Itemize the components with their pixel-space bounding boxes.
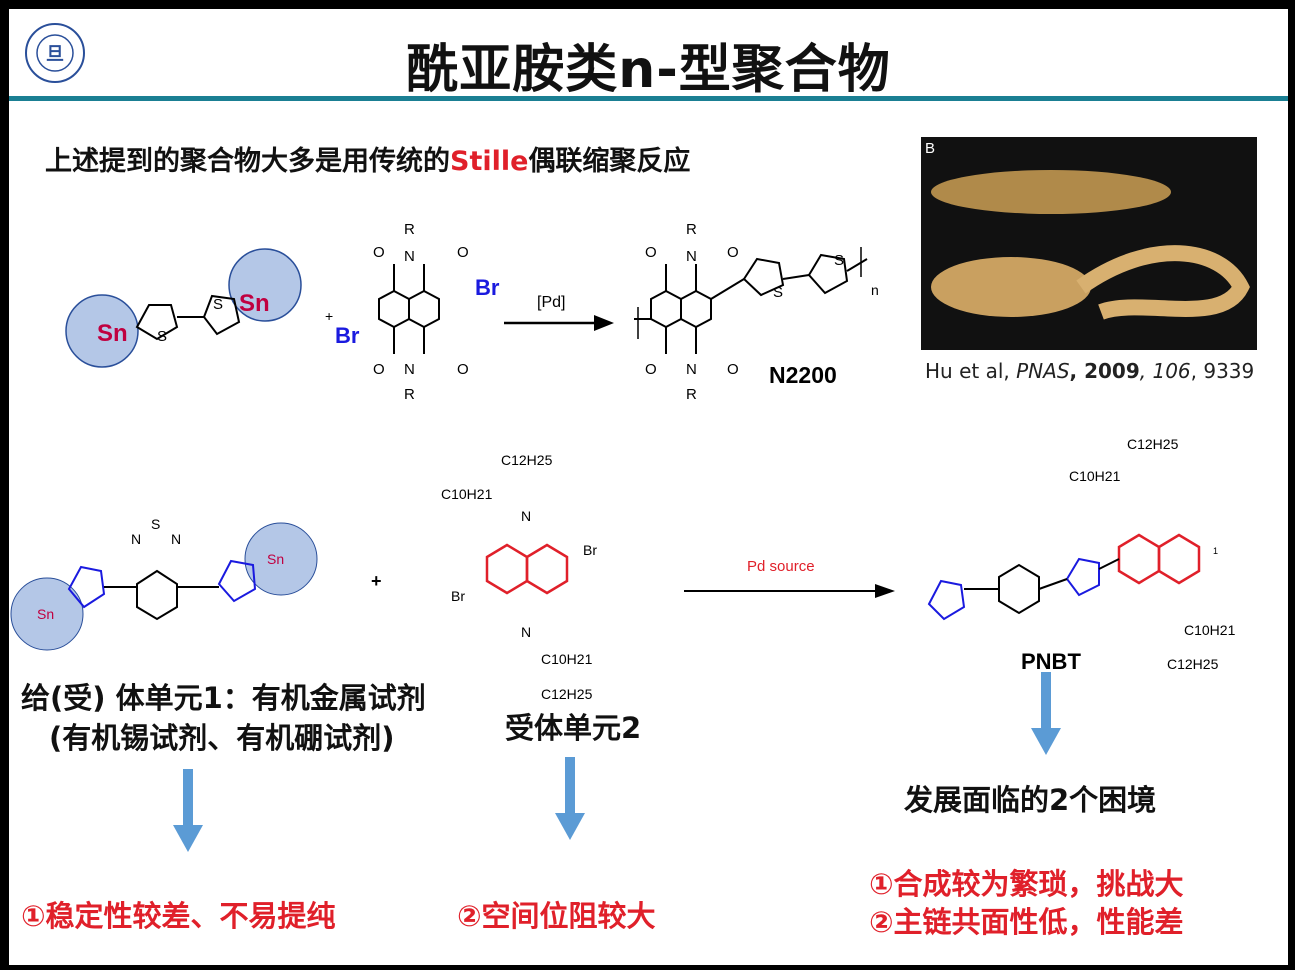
problem-1: ①稳定性较差、不易提纯 bbox=[21, 899, 336, 933]
structure-atom-label: C12H25 bbox=[541, 686, 593, 699]
stille-reaction-scheme: Sn Sn S S + N N R R O O O O Br Br [Pd] bbox=[65, 221, 879, 403]
structure-atom-label: C10H21 bbox=[441, 486, 493, 502]
down-arrow-icon bbox=[173, 769, 203, 852]
dibromo-ndi: N N R R O O O O Br Br bbox=[335, 221, 500, 403]
structure-atom-label: N bbox=[521, 624, 531, 640]
structure-atom-label: N bbox=[171, 531, 181, 547]
structure-atom-label: S bbox=[157, 328, 167, 345]
structure-atom-label: N bbox=[404, 248, 415, 265]
fudan-logo: 旦 bbox=[25, 23, 85, 83]
structure-atom-label: N bbox=[131, 531, 141, 547]
structure-atom-label: C10H21 bbox=[1184, 622, 1236, 638]
structure-atom-label: C10H21 bbox=[541, 651, 593, 667]
structure-atom-label: N bbox=[521, 508, 531, 524]
problem-4: ②主链共面性低，性能差 bbox=[869, 905, 1184, 939]
ndi-monomer: C12H25 C10H21 C10H21 C12H25 Br Br N N bbox=[441, 452, 597, 699]
page-title: 酰亚胺类n-型聚合物 bbox=[406, 40, 891, 100]
structure-atom-label: Sn bbox=[239, 290, 270, 317]
acceptor-label: 受体单元2 bbox=[505, 711, 642, 745]
reaction-arrow-2 bbox=[875, 584, 895, 598]
structure-atom-label: Br bbox=[475, 275, 500, 300]
n2200-label: N2200 bbox=[769, 362, 837, 388]
structure-atom-label: Br bbox=[451, 588, 465, 604]
structure-atom-label: C12H25 bbox=[501, 452, 553, 468]
structure-atom-label: S bbox=[151, 516, 160, 532]
structure-atom-label: R bbox=[686, 386, 697, 403]
subtitle-suffix: 偶联缩聚反应 bbox=[528, 146, 691, 177]
structure-atom-label: 旦 bbox=[46, 44, 64, 64]
donor-label-line1: 给(受) 体单元1：有机金属试剂 bbox=[21, 681, 426, 715]
structure-atom-label: O bbox=[373, 361, 385, 378]
structure-atom-label: Sn bbox=[267, 551, 284, 567]
fish-embryo-photo: B bbox=[921, 137, 1257, 350]
structure-atom-label: Br bbox=[335, 323, 360, 348]
structure-atom-label: S bbox=[213, 296, 223, 313]
photo-caption: Hu et al, PNAS, 2009, 106, 9339 bbox=[925, 359, 1255, 383]
structure-atom-label: S bbox=[773, 284, 783, 301]
structure-atom-label: O bbox=[457, 244, 469, 261]
structure-atom-label: C12H25 bbox=[1127, 436, 1179, 452]
structure-atom-label: O bbox=[645, 244, 657, 261]
dilemma-label: 发展面临的2个困境 bbox=[904, 783, 1157, 817]
structure-atom-label: N bbox=[686, 248, 697, 265]
structure-atom-label: C12H25 bbox=[1167, 656, 1219, 672]
structure-atom-label: R bbox=[404, 221, 415, 238]
structure-atom-label: N bbox=[686, 361, 697, 378]
structure-atom-label: + bbox=[325, 308, 333, 324]
structure-atom-label: Sn bbox=[37, 606, 54, 622]
down-arrow-icon bbox=[555, 757, 585, 840]
subtitle-prefix: 上述提到的聚合物大多是用传统的 bbox=[45, 146, 450, 177]
structure-atom-label: O bbox=[645, 361, 657, 378]
structure-atom-label: n bbox=[871, 282, 879, 298]
subtitle-highlight: Stille bbox=[450, 146, 529, 177]
structure-atom-label: C10H21 bbox=[1069, 468, 1121, 484]
pnbt-reaction-scheme: Sn Sn NSN + C12H25 C10H21 C10H21 C12H25 … bbox=[10, 436, 1236, 699]
structure-atom-label: Sn bbox=[97, 320, 128, 347]
structure-atom-label: R bbox=[686, 221, 697, 238]
pnbt-structure: C12H25 C10H21 C10H21 C12H25 1 PNBT bbox=[927, 436, 1236, 674]
subtitle: 上述提到的聚合物大多是用传统的Stille偶联缩聚反应 bbox=[45, 139, 690, 178]
structure-atom-label: O bbox=[457, 361, 469, 378]
structure-atom-label: 1 bbox=[1213, 546, 1218, 556]
structure-atom-label: S bbox=[834, 252, 844, 269]
structure-atom-label: R bbox=[404, 386, 415, 403]
structure-atom-label: + bbox=[371, 571, 382, 591]
structure-atom-label: O bbox=[727, 244, 739, 261]
donor-label-line2: (有机锡试剂、有机硼试剂) bbox=[49, 721, 395, 755]
n2200-structure: N N R R O O O O S S n N2200 bbox=[634, 221, 879, 403]
structure-atom-label: O bbox=[727, 361, 739, 378]
problem-3: ①合成较为繁琐，挑战大 bbox=[869, 867, 1184, 901]
structure-atom-label: O bbox=[373, 244, 385, 261]
reaction-arrow bbox=[594, 315, 614, 331]
down-arrow-icon bbox=[1031, 672, 1061, 755]
structure-atom-label: B bbox=[925, 140, 935, 157]
structure-atom-label: Br bbox=[583, 542, 597, 558]
distannyl-bithiophene: Sn Sn S S bbox=[65, 248, 302, 368]
structure-atom-label: N bbox=[404, 361, 415, 378]
catalyst-label: [Pd] bbox=[537, 294, 565, 311]
reagent-label: Pd source bbox=[747, 558, 815, 575]
pnbt-label: PNBT bbox=[1021, 649, 1081, 674]
problem-2: ②空间位阻较大 bbox=[457, 899, 656, 933]
title-divider bbox=[9, 96, 1288, 101]
slide: 旦 酰亚胺类n-型聚合物 上述提到的聚合物大多是用传统的Stille偶联缩聚反应… bbox=[9, 9, 1288, 965]
donor-monomer: Sn Sn NSN bbox=[10, 516, 318, 651]
